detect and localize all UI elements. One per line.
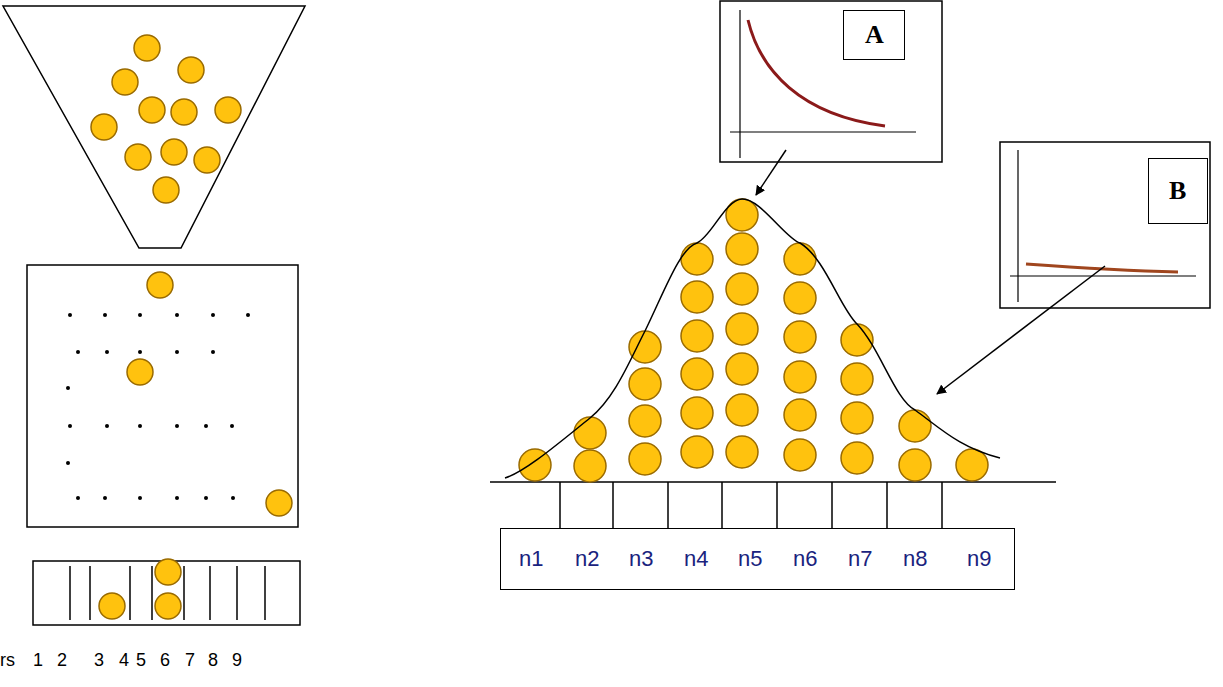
funnel — [3, 6, 305, 248]
histogram-balls — [519, 199, 988, 482]
pointer-arrow — [756, 150, 786, 195]
bin-label: n9 — [967, 548, 991, 570]
axis — [739, 10, 740, 158]
bin-number: 9 — [232, 651, 242, 669]
callout-letter: B — [1169, 178, 1186, 204]
bin-label: n5 — [738, 548, 762, 570]
callout-box: B — [1148, 158, 1208, 224]
axis — [730, 131, 916, 132]
board-balls — [127, 272, 292, 516]
bin-number: 6 — [160, 651, 170, 669]
bin-number: 1 — [33, 651, 43, 669]
bin-label: n4 — [684, 548, 708, 570]
bin-number: 2 — [57, 651, 67, 669]
funnel-balls — [91, 35, 241, 203]
bin-number: 5 — [136, 651, 146, 669]
callout-box: A — [843, 10, 905, 60]
bin-label: n7 — [848, 548, 872, 570]
pointer-arrow — [937, 266, 1105, 394]
callout-letter: A — [865, 22, 884, 48]
inset-frame — [1000, 142, 1210, 308]
bin-label: n8 — [903, 548, 927, 570]
bin-balls — [99, 559, 181, 619]
bin-number: rs — [0, 651, 15, 669]
bin-number: 8 — [208, 651, 218, 669]
bin-label: n6 — [793, 548, 817, 570]
bin-label: n1 — [519, 548, 543, 570]
inset-frame — [720, 1, 942, 162]
bin-label-strip: n1 n2 n3 n4 n5 n6 n7 n8 n9 — [500, 528, 1015, 590]
bin-label: n2 — [575, 548, 599, 570]
bin-number: 4 — [119, 651, 129, 669]
bin-number: 7 — [185, 651, 195, 669]
axis — [1017, 150, 1018, 302]
axis — [1010, 275, 1196, 276]
bin-number: 3 — [94, 651, 104, 669]
bin-label: n3 — [629, 548, 653, 570]
pegs — [66, 313, 250, 500]
peg-board — [27, 265, 298, 527]
bell-curve — [505, 199, 1000, 478]
